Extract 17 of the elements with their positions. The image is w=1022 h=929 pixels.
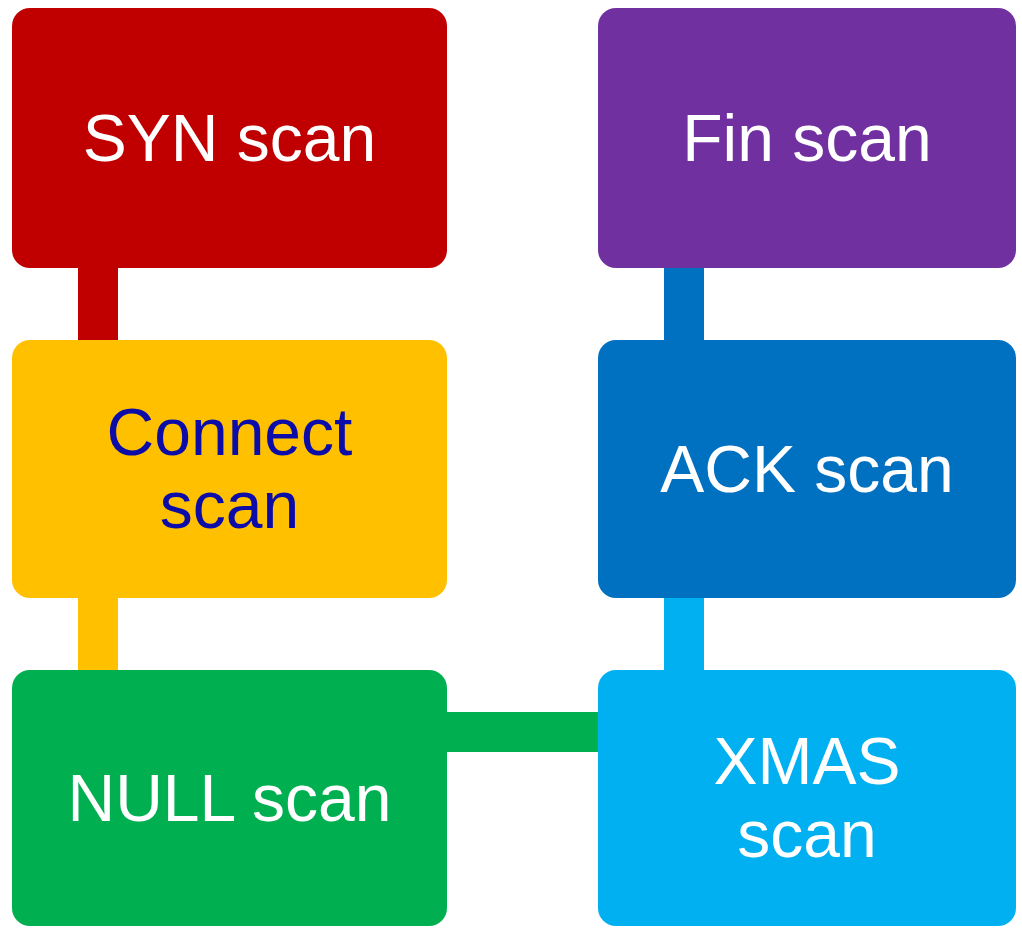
connector-bar	[78, 598, 118, 670]
box-label: ACK scan	[660, 432, 954, 506]
box-label: Connect scan	[105, 396, 354, 542]
process-box	[12, 8, 447, 268]
box-label: NULL scan	[67, 761, 392, 835]
box-label: XMAS scan	[712, 725, 902, 871]
process-box	[12, 340, 447, 598]
connector-bar	[78, 268, 118, 340]
process-box	[598, 340, 1016, 598]
connector-bar	[664, 598, 704, 670]
connector-bar	[447, 712, 598, 752]
process-box	[12, 670, 447, 926]
box-label: Fin scan	[682, 101, 932, 175]
box-label: SYN scan	[82, 101, 377, 175]
process-box	[598, 670, 1016, 926]
connector-bar	[664, 268, 704, 340]
process-box	[598, 8, 1016, 268]
